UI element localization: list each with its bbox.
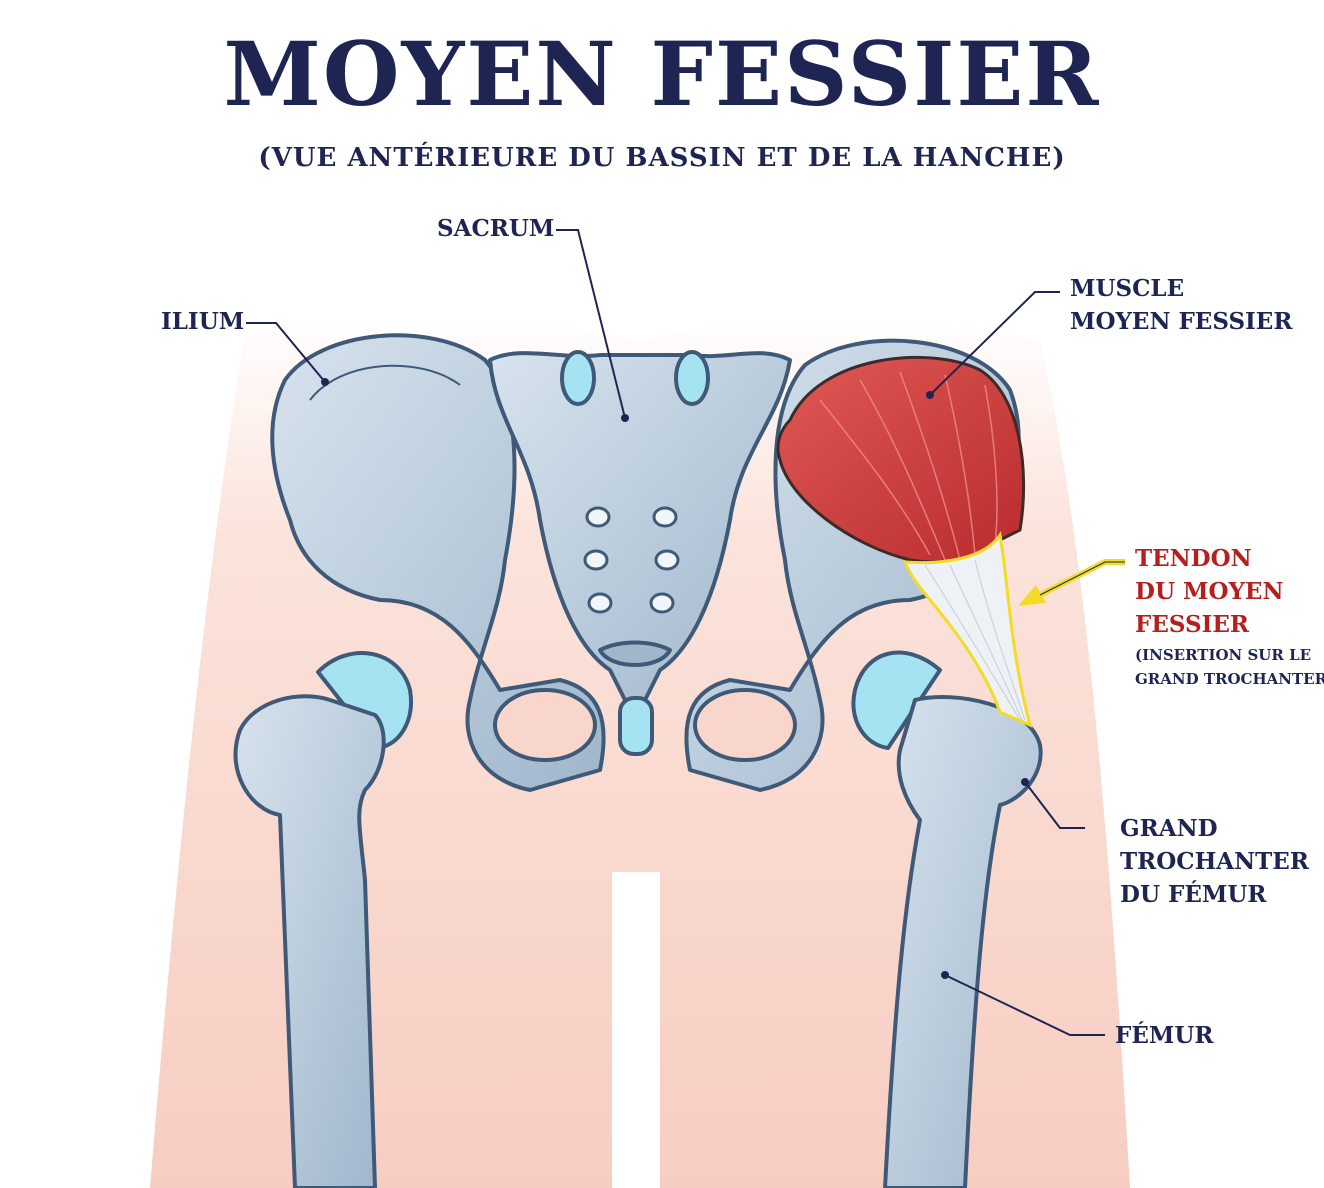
label-trochanter-line-3: DU FÉMUR [1120, 881, 1267, 908]
label-trochanter-line-2: TROCHANTER [1120, 848, 1309, 875]
label-femur: FÉMUR [1115, 1022, 1214, 1049]
diagram-subtitle: (VUE ANTÉRIEURE DU BASSIN ET DE LA HANCH… [258, 143, 1066, 173]
sacrum-bone [488, 350, 792, 756]
femur-left [233, 651, 413, 1188]
label-muscle: MUSCLE MOYEN FESSIER [1070, 272, 1292, 338]
label-tendon-line-1: TENDON [1135, 545, 1252, 572]
label-ilium: ILIUM [161, 308, 245, 335]
tendon-arrow [1018, 559, 1125, 606]
leader-lines [246, 229, 1105, 1036]
label-trochanter: GRAND TROCHANTER DU FÉMUR [1120, 812, 1309, 911]
label-trochanter-line-1: GRAND [1120, 815, 1218, 842]
label-tendon-note-line-1: (INSERTION SUR LE [1135, 646, 1312, 664]
label-tendon-line-3: FESSIER [1135, 611, 1249, 638]
label-muscle-line-2: MOYEN FESSIER [1070, 308, 1293, 335]
gluteus-medius-tendon [902, 531, 1033, 728]
label-sacrum: SACRUM [437, 215, 555, 242]
femur-right [851, 650, 1043, 1188]
label-tendon-note-line-2: GRAND TROCHANTER) [1135, 670, 1324, 688]
label-tendon-note: (INSERTION SUR LE GRAND TROCHANTER) [1135, 643, 1324, 691]
label-tendon-line-2: DU MOYEN [1135, 578, 1284, 605]
pointer-dots [321, 378, 1029, 979]
label-muscle-line-1: MUSCLE [1070, 275, 1185, 302]
label-tendon: TENDON DU MOYEN FESSIER [1135, 542, 1283, 641]
diagram-title: MOYEN FESSIER [223, 22, 1101, 126]
